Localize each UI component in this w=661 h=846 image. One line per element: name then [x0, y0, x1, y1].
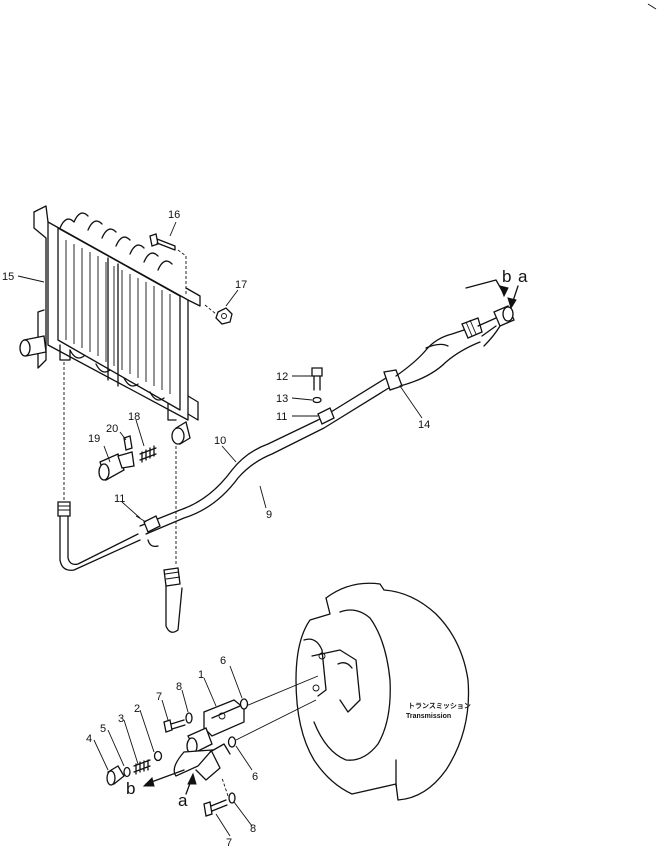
leader-lines: [17, 221, 423, 837]
oil-cooler: [19, 205, 201, 446]
label-part-13: 13: [276, 393, 288, 405]
label-part-12: 12: [276, 371, 288, 383]
label-part-11-lower: 11: [114, 493, 125, 505]
label-part-4: 4: [86, 733, 92, 745]
label-part-1: 1: [198, 669, 204, 681]
label-part-8-upper: 8: [176, 681, 182, 693]
label-part-11-upper: 11: [276, 411, 287, 423]
label-part-18: 18: [128, 411, 140, 423]
label-part-14: 14: [418, 419, 430, 431]
label-part-5: 5: [100, 723, 106, 735]
label-part-3: 3: [118, 713, 124, 725]
label-part-15: 15: [2, 271, 14, 283]
label-part-20: 20: [106, 423, 118, 435]
port-lines: [235, 675, 319, 741]
bolt-12: [311, 367, 323, 404]
label-part-9: 9: [266, 509, 272, 521]
elbow-19: [98, 451, 135, 481]
supply-hose: [163, 446, 183, 633]
connector-a-top: a: [518, 267, 528, 286]
corner-mark: [647, 3, 657, 10]
transmission-label-en: Transmission: [406, 713, 451, 720]
nut-17: [204, 304, 233, 325]
transmission-housing: [295, 582, 470, 801]
label-part-7-lower: 7: [226, 837, 232, 846]
label-part-7-upper: 7: [156, 691, 162, 703]
plug-assembly: [106, 750, 163, 786]
bolt-7-lower: [203, 777, 236, 817]
tube-9-10: [135, 377, 393, 548]
connector-b-top: b: [502, 267, 511, 286]
label-part-2: 2: [134, 703, 140, 715]
label-part-17: 17: [235, 279, 247, 291]
label-part-19: 19: [88, 433, 100, 445]
plug-20: [123, 435, 133, 451]
label-part-6-lower: 6: [252, 771, 258, 783]
connector-arrows-top: [465, 279, 519, 310]
connector-a-bottom: a: [178, 791, 188, 810]
connector-b-bottom: b: [126, 779, 135, 798]
bolt-16: [149, 233, 187, 296]
hose-14: [383, 305, 515, 391]
connector-arrows-bottom: [142, 769, 197, 795]
nipple-18: [139, 445, 157, 463]
label-part-10: 10: [214, 435, 226, 447]
label-part-6-upper: 6: [220, 655, 226, 667]
label-part-16: 16: [168, 209, 180, 221]
bolt-7-upper: [163, 712, 193, 733]
label-part-8-lower: 8: [250, 823, 256, 835]
transmission-label-jp: トランスミッション: [408, 702, 471, 710]
elbow-block-1: [173, 698, 249, 781]
return-hose: [57, 362, 141, 571]
